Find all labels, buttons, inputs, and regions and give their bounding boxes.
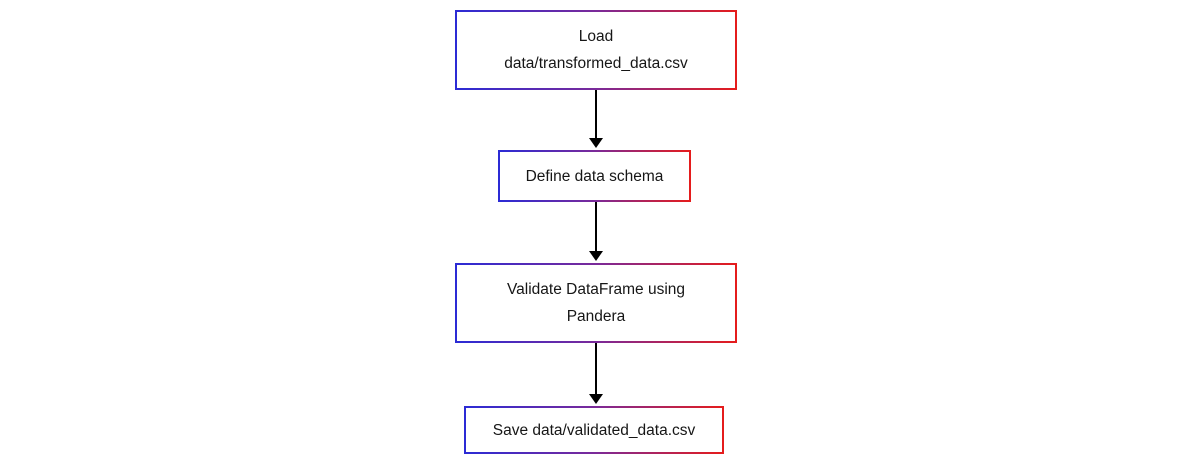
node-label-line: Pandera bbox=[566, 308, 626, 325]
arrow-head-icon bbox=[589, 394, 603, 404]
node-label-line: Load bbox=[578, 28, 614, 45]
node-label-line: Validate DataFrame using bbox=[506, 281, 686, 298]
arrow-line bbox=[595, 202, 597, 251]
arrow-head-icon bbox=[589, 138, 603, 148]
flow-node-load: Load data/transformed_data.csv bbox=[455, 10, 737, 90]
arrow-line bbox=[595, 90, 597, 138]
flow-node-define-schema: Define data schema bbox=[498, 150, 691, 202]
node-label-line: Define data schema bbox=[525, 167, 664, 185]
arrow-load-to-define bbox=[589, 90, 603, 148]
arrow-line bbox=[595, 343, 597, 394]
node-label-line: Save data/validated_data.csv bbox=[492, 421, 696, 439]
arrow-validate-to-save bbox=[589, 343, 603, 404]
flow-node-save: Save data/validated_data.csv bbox=[464, 406, 724, 454]
flow-node-validate: Validate DataFrame using Pandera bbox=[455, 263, 737, 343]
arrow-define-to-validate bbox=[589, 202, 603, 261]
arrow-head-icon bbox=[589, 251, 603, 261]
node-label-line: data/transformed_data.csv bbox=[504, 55, 688, 72]
